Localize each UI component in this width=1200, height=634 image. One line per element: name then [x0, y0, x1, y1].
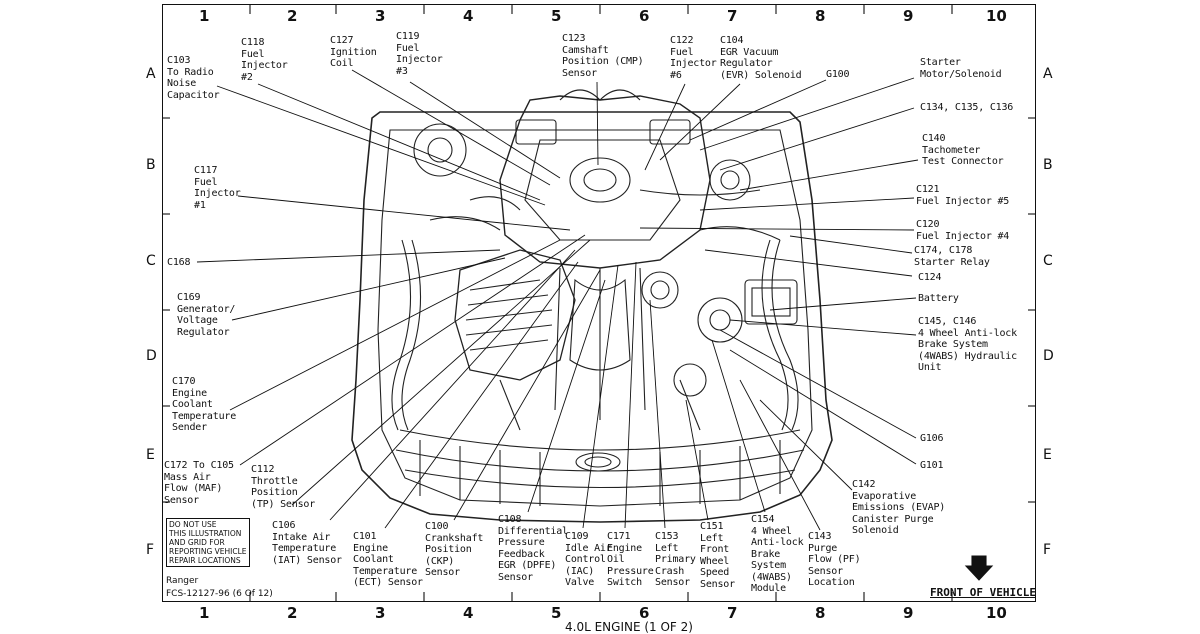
label-c100: C100 Crankshaft Position (CKP) Sensor	[425, 521, 484, 578]
column-number: 4	[463, 604, 474, 622]
label-c154: C154 4 Wheel Anti-lock Brake System (4WA…	[751, 514, 804, 594]
label-c109: C109 Idle Air Control (IAC) Valve	[565, 531, 612, 588]
column-number: 10	[986, 7, 1007, 25]
row-letter: E	[146, 447, 155, 463]
label-c101: C101 Engine Coolant Temperature (ECT) Se…	[353, 531, 423, 588]
label-c153: C153 Left Primary Crash Sensor	[655, 531, 696, 588]
diagram-title: 4.0L ENGINE (1 OF 2)	[565, 620, 693, 634]
label-c123: C123 Camshaft Position (CMP) Sensor	[562, 33, 644, 79]
label-c103: C103 To Radio Noise Capacitor	[167, 55, 220, 101]
label-g106: G106	[920, 433, 944, 444]
column-number: 3	[375, 7, 386, 25]
label-c171: C171 Engine Oil Pressure Switch	[607, 531, 654, 588]
label-c151: C151 Left Front Wheel Speed Sensor	[700, 521, 735, 590]
column-number: 1	[199, 604, 210, 622]
label-c170: C170 Engine Coolant Temperature Sender	[172, 376, 237, 433]
figure-code: FCS-12127-96 (6 Of 12)	[166, 589, 273, 599]
column-number: 2	[287, 604, 298, 622]
row-letter: E	[1043, 447, 1052, 463]
label-battery: Battery	[918, 293, 959, 304]
label-c168: C168	[167, 257, 191, 268]
label-c172: C172 To C105 Mass Air Flow (MAF) Sensor	[164, 460, 234, 506]
row-letter: A	[1043, 66, 1053, 82]
diagram-frame	[162, 4, 1036, 602]
column-number: 10	[986, 604, 1007, 622]
label-c124: C124	[918, 272, 942, 283]
row-letter: F	[1043, 542, 1052, 558]
column-number: 4	[463, 7, 474, 25]
grid-ticks	[162, 4, 1036, 602]
label-c121: C121 Fuel Injector #5	[916, 184, 1010, 207]
column-number: 5	[551, 7, 562, 25]
column-number: 1	[199, 7, 210, 25]
label-c122: C122 Fuel Injector #6	[670, 35, 717, 81]
engine-bay-outline	[351, 111, 833, 523]
column-number: 3	[375, 604, 386, 622]
label-c108: C108 Differential Pressure Feedback EGR …	[498, 514, 568, 583]
column-number: 9	[903, 7, 914, 25]
label-c118: C118 Fuel Injector #2	[241, 37, 288, 83]
label-c106: C106 Intake Air Temperature (IAT) Sensor	[272, 520, 342, 566]
label-c169: C169 Generator/ Voltage Regulator	[177, 292, 236, 338]
label-c145: C145, C146 4 Wheel Anti-lock Brake Syste…	[918, 316, 1017, 373]
column-number: 9	[903, 604, 914, 622]
label-c142: C142 Evaporative Emissions (EVAP) Canist…	[852, 479, 946, 536]
label-c174: C174, C178 Starter Relay	[914, 245, 990, 268]
label-c117: C117 Fuel Injector #1	[194, 165, 241, 211]
row-letter: F	[146, 542, 155, 558]
leader-lines	[196, 69, 919, 531]
column-number: 8	[815, 604, 826, 622]
engine-block	[391, 89, 799, 431]
label-c119: C119 Fuel Injector #3	[396, 31, 443, 77]
label-g101: G101	[920, 460, 944, 471]
front-of-vehicle-label: FRONT OF VEHICLE	[930, 586, 1036, 599]
label-c112: C112 Throttle Position (TP) Sensor	[251, 464, 316, 510]
usage-note: DO NOT USE THIS ILLUSTRATION AND GRID FO…	[166, 518, 250, 567]
label-c143: C143 Purge Flow (PF) Sensor Location	[808, 531, 861, 588]
label-starter: Starter Motor/Solenoid	[920, 57, 1002, 80]
column-number: 7	[727, 604, 738, 622]
row-letter: D	[1043, 348, 1054, 364]
label-c104: C104 EGR Vacuum Regulator (EVR) Solenoid	[720, 35, 802, 81]
column-number: 6	[639, 7, 650, 25]
column-number: 8	[815, 7, 826, 25]
label-c120: C120 Fuel Injector #4	[916, 219, 1010, 242]
row-letter: D	[146, 348, 157, 364]
model-name: Ranger	[166, 576, 199, 586]
column-number: 7	[727, 7, 738, 25]
row-letter: C	[146, 253, 156, 269]
column-number: 6	[639, 604, 650, 622]
label-c127: C127 Ignition Coil	[330, 35, 377, 69]
row-letter: B	[1043, 157, 1053, 173]
front-arrow-icon	[964, 555, 994, 581]
label-c134: C134, C135, C136	[920, 102, 1014, 113]
row-letter: C	[1043, 253, 1053, 269]
row-letter: A	[146, 66, 156, 82]
label-g100: G100	[826, 69, 850, 80]
column-number: 5	[551, 604, 562, 622]
label-c140: C140 Tachometer Test Connector	[922, 133, 1004, 167]
row-letter: B	[146, 157, 156, 173]
column-number: 2	[287, 7, 298, 25]
